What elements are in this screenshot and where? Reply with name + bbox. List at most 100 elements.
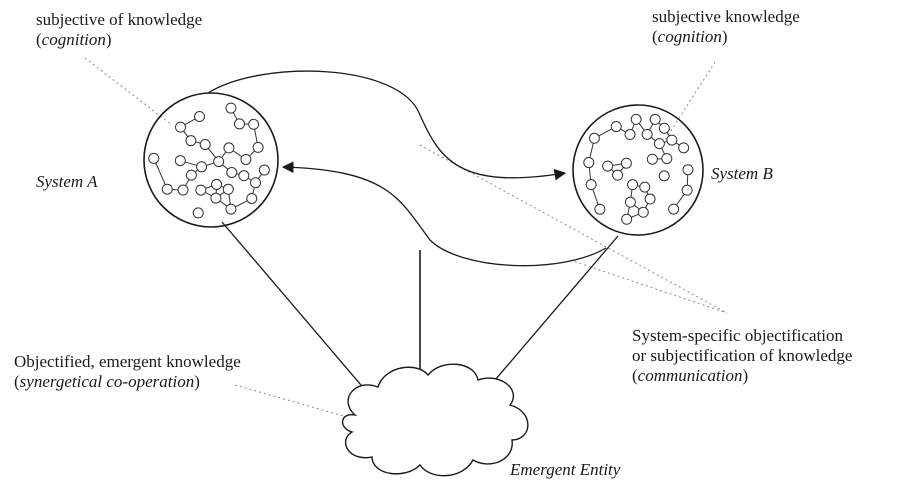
leader-communication-b: [569, 259, 728, 314]
system-a-node: [240, 153, 252, 165]
system-b-node: [682, 164, 694, 176]
system-b-node: [658, 122, 670, 134]
label-communication-line3: (communication): [632, 366, 852, 386]
system-a-node: [199, 138, 211, 150]
system-b-node: [653, 138, 665, 150]
paren-close: ): [194, 372, 200, 391]
label-communication-line2: or subjectification of knowledge: [632, 346, 853, 365]
paren-open: (: [14, 372, 20, 391]
system-a-node: [233, 118, 245, 130]
paren-open: (: [652, 27, 658, 46]
system-b-node: [646, 153, 658, 165]
system-b-node: [624, 196, 636, 208]
system-a-node: [238, 170, 250, 182]
system-a-node: [161, 183, 173, 195]
system-b-node: [639, 181, 651, 193]
system-b-node: [583, 157, 595, 169]
label-cognition-b: subjective knowledge (cognition): [652, 7, 800, 47]
system-a-node: [225, 203, 237, 215]
system-b-circle: [572, 104, 704, 236]
system-b-node: [668, 203, 680, 215]
label-communication: System-specific objectification or subje…: [632, 326, 852, 386]
system-a-node: [196, 161, 208, 173]
system-a-nodes: [148, 102, 270, 219]
system-b-node: [644, 193, 656, 205]
system-a-node: [185, 135, 197, 147]
system-b-node: [588, 132, 600, 144]
label-emergent-entity: Emergent Entity: [510, 460, 621, 479]
system-b-node: [661, 153, 673, 165]
label-cognition-b-term: cognition: [657, 27, 722, 46]
arrow-a-to-entity: [221, 221, 379, 406]
leader-cognition-b: [664, 61, 716, 141]
system-a-node: [248, 118, 260, 130]
system-a-node: [226, 166, 238, 178]
system-a-node: [192, 207, 204, 219]
system-b-node: [627, 179, 639, 191]
system-b-node: [585, 179, 597, 191]
label-emergent-knowledge-term: synergetical co-operation: [19, 372, 195, 391]
system-a-edge: [153, 158, 168, 190]
label-cognition-a-term: cognition: [41, 30, 106, 49]
system-a-node: [250, 177, 262, 189]
system-b-node: [658, 170, 670, 182]
system-b-node: [641, 128, 653, 140]
communication-curve-top: [207, 70, 567, 181]
label-communication-term: communication: [637, 366, 743, 385]
system-a-node: [258, 164, 270, 176]
label-cognition-b-line1: subjective knowledge: [652, 7, 800, 26]
paren-close: ): [742, 366, 749, 385]
system-b-node: [612, 169, 624, 181]
system-b-node: [624, 129, 636, 141]
system-a-node: [252, 141, 264, 153]
system-b-nodes: [583, 113, 694, 225]
label-emergent-knowledge-line2: (synergetical co-operation): [14, 372, 241, 392]
paren-close: ): [721, 27, 728, 46]
system-a-node: [222, 183, 234, 195]
system-a-node: [246, 193, 258, 205]
label-cognition-a-line2: (cognition): [36, 30, 202, 50]
system-b-node: [637, 206, 649, 218]
system-a-node: [223, 142, 235, 154]
system-b-node: [610, 121, 622, 133]
system-b-node: [602, 160, 614, 172]
system-a-node: [213, 156, 225, 168]
system-a-circle: [143, 92, 279, 228]
system-a-node: [175, 121, 187, 133]
system-a-node: [185, 169, 197, 181]
system-b-node: [620, 157, 632, 169]
system-a-node: [210, 192, 222, 204]
system-b-network: [572, 104, 704, 236]
system-a-node: [177, 184, 189, 196]
system-a-node: [148, 152, 160, 164]
system-a-node: [211, 178, 223, 190]
emergent-entity-cloud: [341, 363, 529, 477]
system-a-node: [193, 110, 205, 122]
label-communication-line1: System-specific objectification: [632, 326, 844, 345]
label-system-b: System B: [711, 164, 773, 183]
label-emergent-knowledge-line1: Objectified, emergent knowledge: [14, 352, 241, 371]
system-a-node: [195, 184, 207, 196]
system-b-node: [666, 134, 678, 146]
system-a-node: [225, 102, 237, 114]
system-a-network: [143, 92, 279, 228]
system-b-node: [649, 113, 661, 125]
system-b-node: [621, 213, 633, 225]
label-emergent-knowledge: Objectified, emergent knowledge (synerge…: [14, 352, 241, 392]
paren-close: ): [105, 30, 112, 49]
system-b-node: [678, 142, 690, 154]
label-cognition-a-line1: subjective of knowledge: [36, 10, 203, 29]
label-cognition-a: subjective of knowledge (cognition): [36, 10, 202, 50]
communication-curve-bottom: [281, 161, 607, 267]
system-b-node: [594, 203, 606, 215]
system-b-node: [630, 113, 642, 125]
paren-open: (: [36, 30, 42, 49]
paren-open: (: [632, 366, 638, 385]
label-cognition-b-line2: (cognition): [652, 27, 800, 47]
system-a-node: [174, 155, 186, 167]
leader-communication-a: [419, 144, 728, 314]
system-b-node: [681, 184, 693, 196]
leader-cognition-a: [84, 57, 173, 126]
label-system-a: System A: [36, 172, 98, 191]
